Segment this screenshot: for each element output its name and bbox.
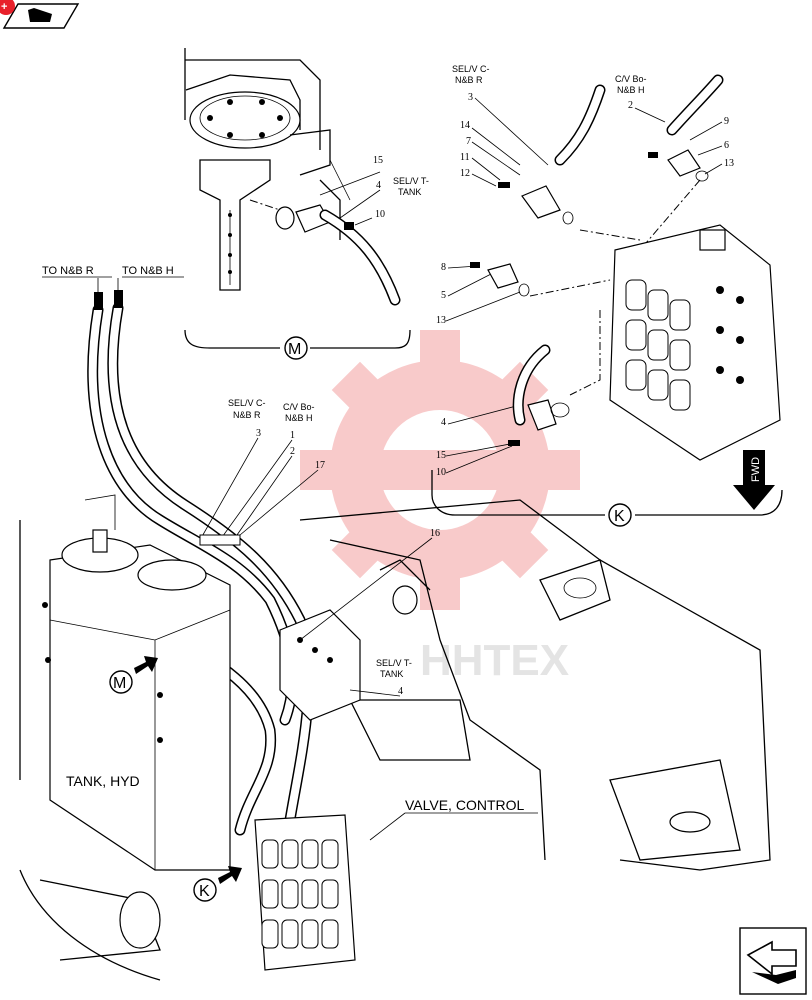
k-callout-9: 9 — [724, 116, 729, 127]
view-k-inset: SEL/V C- N&B R C/V Bo- N&B H 3 14 7 11 1… — [431, 64, 783, 527]
main-callout-17: 17 — [315, 460, 325, 471]
k-callout-6: 6 — [724, 140, 729, 151]
k-callout-14: 14 — [460, 120, 470, 131]
k-callout-4: 4 — [441, 417, 446, 428]
label-to-nbh: TO N&B H — [122, 265, 174, 277]
k-locator-arrow-icon — [218, 866, 242, 884]
view-k-marker — [608, 503, 632, 527]
main-assembly: TO N&B R TO N&B H TANK, HYD M K — [19, 265, 771, 981]
label-valve-control: VALVE, CONTROL — [405, 797, 525, 813]
k-locator-marker — [193, 878, 217, 902]
view-m-letter: M — [288, 341, 301, 358]
m-label-selv-t-tank: SEL/V T- TANK — [393, 176, 431, 197]
m-callout-4: 4 — [376, 180, 381, 191]
k-callout-8: 8 — [441, 262, 446, 273]
m-locator-marker — [109, 670, 133, 694]
fwd-arrow-icon: FWD — [733, 450, 775, 510]
k-callout-12: 12 — [460, 168, 470, 179]
k-callout-13b: 13 — [436, 315, 446, 326]
k-callout-15: 15 — [436, 450, 446, 461]
main-callout-2: 2 — [290, 446, 295, 457]
k-callout-2: 2 — [628, 100, 633, 111]
k-label-selv-c-nbr: SEL/V C- N&B R — [452, 64, 492, 85]
next-page-arrow-icon[interactable] — [739, 927, 807, 995]
m-locator-letter: M — [113, 675, 126, 692]
m-callout-15: 15 — [373, 155, 383, 166]
main-callout-1: 1 — [290, 430, 295, 441]
view-m-marker — [284, 336, 308, 360]
k-callout-7: 7 — [466, 136, 471, 147]
watermark-text: HHTEX — [420, 636, 569, 685]
view-m-inset: M 15 4 10 SEL/V T- TANK — [184, 48, 431, 360]
m-locator-arrow-icon — [134, 656, 158, 674]
main-callout-3: 3 — [256, 428, 261, 439]
label-selv-t-tank-main: SEL/V T- TANK — [376, 658, 414, 679]
svg-text:+: + — [1, 1, 7, 13]
view-k-letter: K — [614, 508, 625, 525]
label-selv-c-nbr: SEL/V C- N&B R — [228, 398, 268, 420]
k-callout-3: 3 — [468, 92, 473, 103]
fwd-label: FWD — [750, 457, 762, 482]
main-callout-16: 16 — [430, 528, 440, 539]
k-callout-13a: 13 — [724, 158, 734, 169]
k-locator-letter: K — [199, 883, 210, 900]
main-callout-4: 4 — [398, 686, 403, 697]
k-label-cv-bo-nbh: C/V Bo- N&B H — [615, 74, 649, 95]
label-tank-hyd: TANK, HYD — [66, 773, 140, 789]
k-callout-10: 10 — [436, 467, 446, 478]
book-icon[interactable]: + — [0, 0, 80, 29]
m-callout-10: 10 — [375, 209, 385, 220]
k-callout-11: 11 — [460, 152, 470, 163]
label-cv-bo-nbh: C/V Bo- N&B H — [283, 402, 317, 423]
label-to-nbr: TO N&B R — [42, 265, 94, 277]
k-callout-5: 5 — [441, 290, 446, 301]
